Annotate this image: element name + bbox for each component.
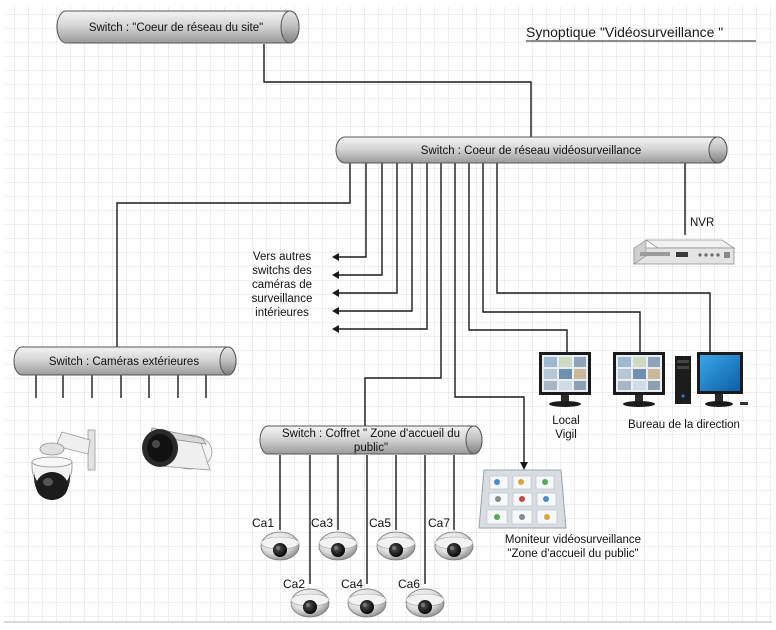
local-vigil-monitor: Local Vigil [539,352,591,441]
note-line: intérieures [255,307,309,319]
switch-video-core-label: Switch : Coeur de réseau vidéosurveillan… [421,145,642,157]
note-line: Vers autres [253,251,311,263]
nvr-label: NVR [690,217,714,229]
exterior-bullet-camera [142,427,213,471]
dome-camera-ca5 [376,531,416,561]
public-monitor-label-line1: Moniteur vidéosurveillance [505,534,641,546]
dome-camera-ca7 [434,531,474,561]
switch-site-core: Switch : "Coeur de réseau du site" [56,10,300,44]
other-switches-note: Vers autres switchs des caméras de surve… [252,251,313,319]
switch-site-core-label: Switch : "Coeur de réseau du site" [89,22,263,34]
camera-label: Ca4 [341,577,363,591]
director-office-workstation: Bureau de la direction [613,352,748,431]
camera-label: Ca7 [428,516,450,530]
director-office-label: Bureau de la direction [628,419,740,431]
dome-camera-ca6 [405,588,445,618]
camera-label: Ca5 [369,516,391,530]
dome-camera-ca2 [290,588,330,618]
camera-label: Ca1 [252,516,274,530]
local-vigil-label-line1: Local [552,415,580,427]
switch-public-zone-label-line2: public" [354,442,388,454]
switch-public-zone-label-line1: Switch : Coffret " Zone d'accueil du [282,428,460,440]
switch-exterior-label: Switch : Caméras extérieures [49,356,199,368]
dome-camera-ca4 [347,588,387,618]
public-zone-monitor: Moniteur vidéosurveillance "Zone d'accue… [478,469,641,560]
grid-background [4,6,772,622]
camera-label: Ca2 [283,577,305,591]
dome-camera-ca3 [318,531,358,561]
local-vigil-label-line2: Vigil [555,429,577,441]
network-links [35,44,711,584]
arrowheads [332,253,528,470]
note-line: caméras de [252,279,312,291]
switch-public-zone: Switch : Coffret " Zone d'accueil du pub… [259,425,483,455]
diagram-title: Synoptique "Vidéosurveillance " [526,24,723,40]
public-monitor-label-line2: "Zone d'accueil du public" [507,548,638,560]
dome-camera-ca1 [260,531,300,561]
switch-exterior-cameras: Switch : Caméras extérieures [13,346,237,376]
camera-label: Ca3 [311,516,333,530]
note-line: surveillance [252,293,313,305]
note-line: switchs des [252,265,312,277]
camera-label: Ca6 [398,577,420,591]
nvr-device: NVR [633,217,736,265]
switch-video-core: Switch : Coeur de réseau vidéosurveillan… [335,136,728,164]
exterior-ptz-camera [31,429,96,500]
public-zone-cameras: Ca1 Ca3 Ca5 Ca7 Ca2 Ca4 Ca6 [252,516,474,618]
